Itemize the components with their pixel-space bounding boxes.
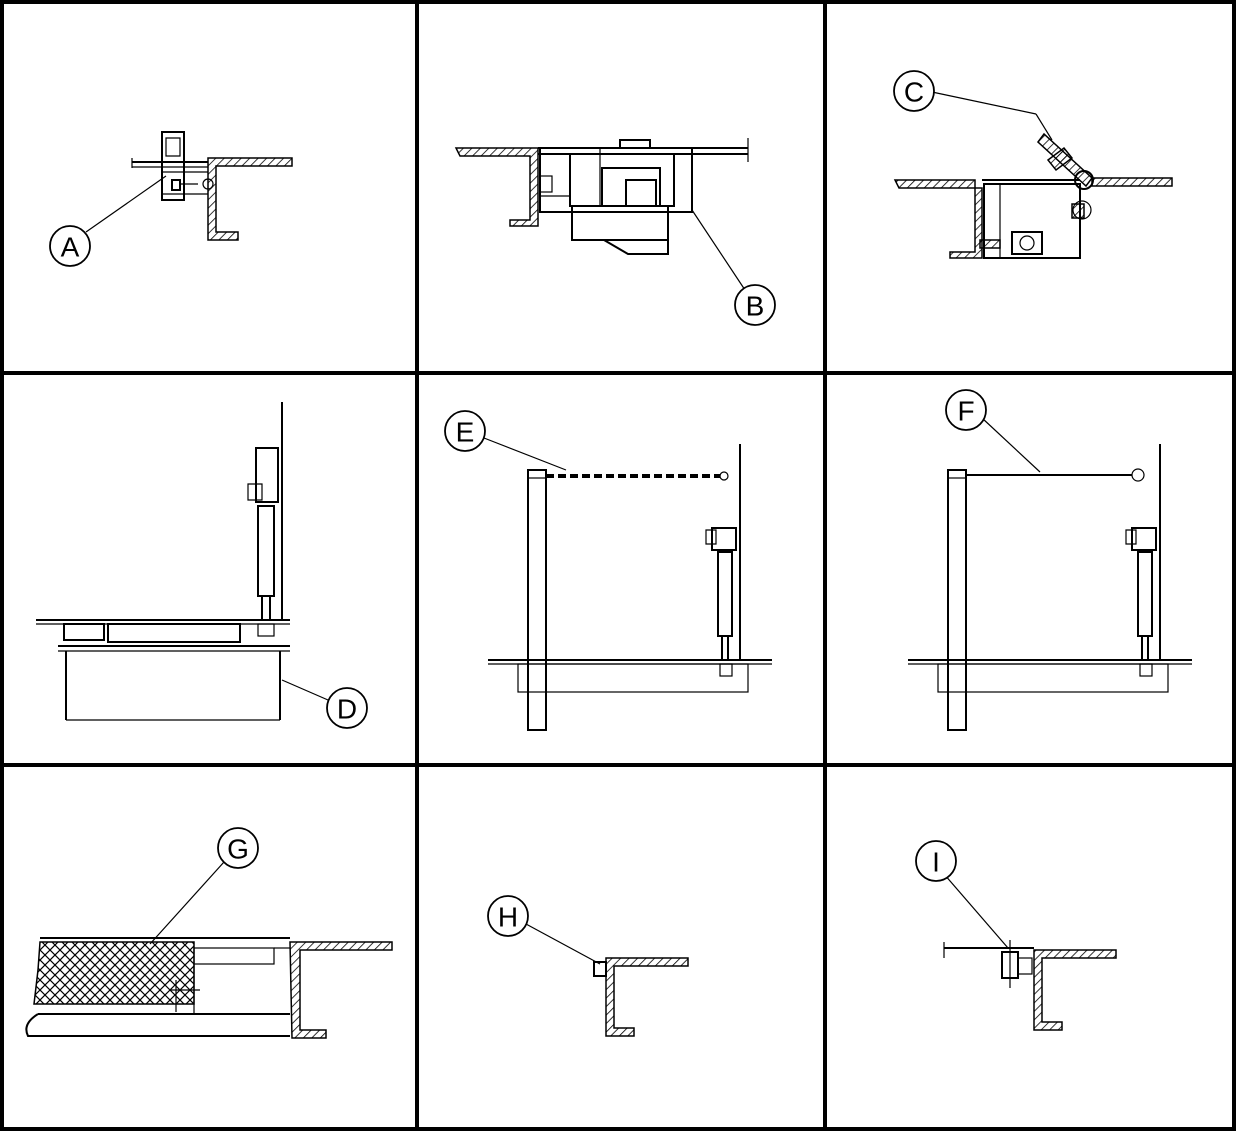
detail-c-drawing bbox=[893, 132, 1173, 259]
detail-d-drawing bbox=[36, 402, 290, 721]
detail-f-drawing bbox=[908, 444, 1192, 731]
bubble-e: E bbox=[444, 410, 567, 471]
bubble-i-label: I bbox=[932, 847, 940, 878]
detail-g-drawing bbox=[25, 937, 393, 1039]
detail-h-drawing bbox=[593, 957, 689, 1037]
bubble-b-label: B bbox=[746, 291, 765, 322]
bubble-f-label: F bbox=[957, 396, 974, 427]
bubble-a-label: A bbox=[61, 232, 80, 263]
bubble-d-label: D bbox=[337, 694, 357, 725]
bubble-g-label: G bbox=[227, 834, 249, 865]
bubble-f: F bbox=[945, 389, 1041, 473]
detail-i-drawing bbox=[943, 940, 1117, 1031]
bubble-h-label: H bbox=[498, 902, 518, 933]
bubble-b: B bbox=[691, 209, 776, 326]
bubble-d: D bbox=[281, 679, 368, 729]
bubble-a: A bbox=[49, 175, 167, 267]
bubble-i: I bbox=[915, 840, 1009, 949]
bubble-h: H bbox=[487, 895, 601, 965]
bubble-e-label: E bbox=[456, 417, 475, 448]
bubble-c-label: C bbox=[904, 77, 924, 108]
detail-b-drawing bbox=[454, 138, 749, 255]
detail-e-drawing bbox=[488, 444, 772, 731]
detail-a-drawing bbox=[131, 131, 293, 241]
bubble-g: G bbox=[149, 827, 259, 945]
bubble-c: C bbox=[893, 70, 1053, 141]
